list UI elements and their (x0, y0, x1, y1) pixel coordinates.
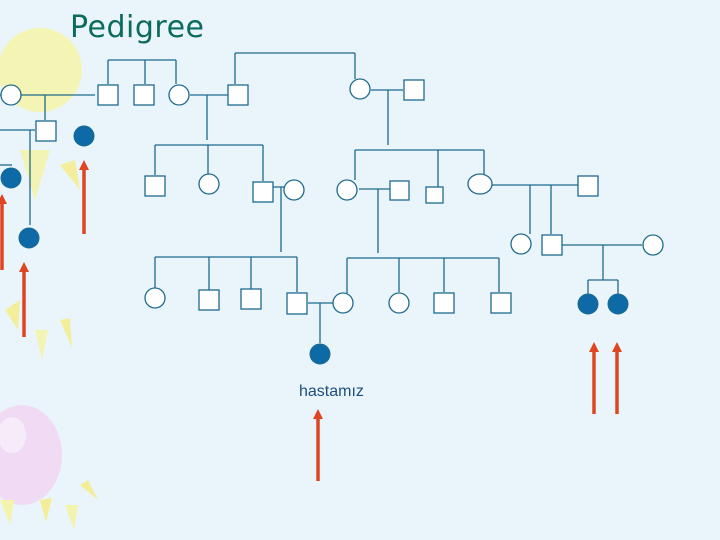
male-unaffected (286, 292, 308, 315)
male-unaffected (35, 120, 57, 142)
female-affected (0, 167, 22, 189)
male-unaffected (97, 84, 119, 106)
male-unaffected (389, 180, 410, 201)
male-unaffected (490, 292, 512, 314)
female-unaffected (349, 78, 371, 100)
male-unaffected (541, 234, 563, 256)
male-unaffected (425, 186, 444, 204)
male-unaffected (133, 84, 155, 106)
affected-individuals (0, 125, 629, 365)
female-affected (18, 227, 40, 249)
balloon-decoration (0, 405, 98, 530)
female-unaffected (510, 233, 532, 255)
male-unaffected (198, 289, 220, 311)
female-affected (73, 125, 95, 147)
pedigree-lines (0, 52, 642, 343)
male-unaffected (403, 79, 425, 101)
male-unaffected (577, 175, 599, 197)
female-unaffected (332, 292, 354, 314)
unaffected-individuals (0, 78, 664, 315)
female-unaffected (642, 234, 664, 256)
female-unaffected (0, 84, 22, 106)
female-unaffected (144, 287, 166, 309)
male-unaffected (240, 288, 262, 310)
male-unaffected (144, 175, 166, 197)
female-unaffected (283, 179, 305, 201)
female-unaffected (168, 84, 190, 106)
female-affected (607, 293, 629, 315)
female-unaffected (388, 292, 410, 314)
male-unaffected (227, 84, 249, 106)
female-unaffected (198, 173, 220, 195)
male-unaffected (252, 181, 274, 203)
page-title: Pedigree (70, 10, 205, 45)
female-affected (577, 293, 599, 315)
female-unaffected (336, 179, 358, 201)
female-unaffected (467, 173, 493, 195)
proband-label: hastamız (299, 383, 364, 400)
proband-affected (309, 343, 331, 365)
male-unaffected (433, 292, 455, 314)
affected-arrows (0, 160, 622, 481)
